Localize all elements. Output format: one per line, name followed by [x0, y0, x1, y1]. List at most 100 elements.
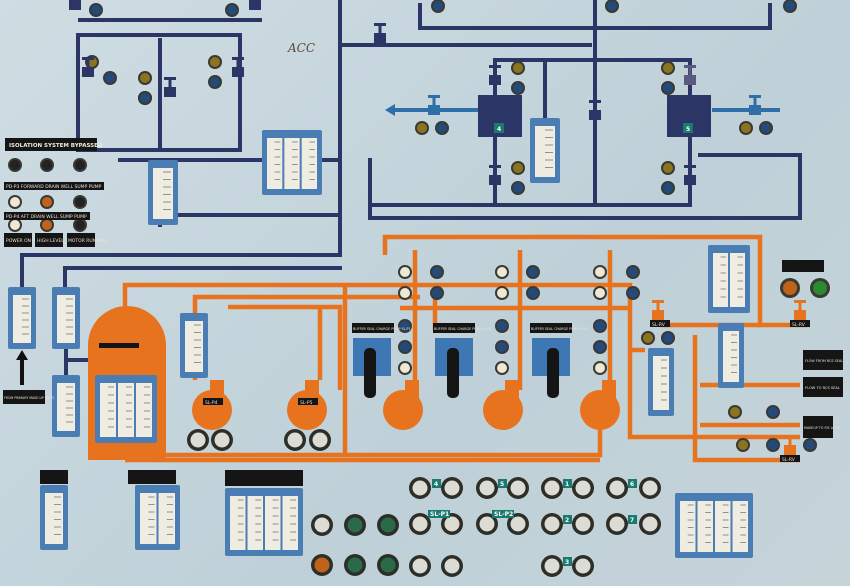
indicator-lights — [8, 0, 830, 452]
indicator-light — [208, 75, 222, 89]
valve-icon — [684, 65, 696, 85]
indicator-light — [8, 158, 22, 172]
meter-gauge — [262, 130, 322, 195]
selector-switch-sl-p1[interactable] — [353, 338, 391, 398]
meter-gauge — [225, 488, 303, 556]
pushbutton[interactable] — [639, 513, 661, 535]
pushbutton[interactable] — [606, 477, 628, 499]
indicator-light — [605, 0, 619, 13]
valve-label: SL-RV — [652, 322, 666, 328]
indicator-light — [495, 361, 509, 375]
button-number-tag — [628, 479, 637, 488]
indicator-light — [430, 286, 444, 300]
selector-switch-sl-p3[interactable] — [532, 338, 570, 398]
pushbutton[interactable] — [572, 555, 594, 577]
indicator-light — [783, 0, 797, 13]
button-tag: SL-P2 — [494, 511, 513, 518]
button-number-tag — [563, 557, 572, 566]
valve-icon — [249, 0, 261, 10]
indicator-light — [641, 331, 655, 345]
meter-gauge — [675, 493, 753, 558]
indicator-light — [661, 331, 675, 345]
meter-gauge — [8, 287, 36, 349]
pushbutton[interactable] — [606, 513, 628, 535]
pushbutton[interactable] — [377, 554, 399, 576]
pushbutton[interactable] — [211, 429, 233, 451]
pushbutton[interactable] — [409, 555, 431, 577]
meter-gauge — [648, 348, 674, 416]
indicator-light — [495, 319, 509, 333]
isolation-system-bypassed-label: ISOLATION SYSTEM BYPASSED — [9, 143, 103, 149]
tank-number: 5 — [686, 126, 690, 133]
indicator-light — [511, 161, 525, 175]
handwritten-note: ACC — [287, 41, 315, 55]
indicator-light — [593, 340, 607, 354]
selector-switch-sl-p2[interactable] — [435, 338, 473, 398]
tank-number: 4 — [497, 126, 501, 133]
pushbutton[interactable] — [409, 477, 431, 499]
pushbutton[interactable] — [377, 514, 399, 536]
indicator-light — [40, 158, 54, 172]
pushbutton[interactable] — [441, 513, 463, 535]
indicator-light — [398, 319, 412, 333]
indicator-light — [766, 438, 780, 452]
valve-icon — [428, 95, 440, 115]
pushbutton[interactable] — [476, 513, 498, 535]
selector-switches — [353, 338, 570, 398]
forward-sump-pump-label: PD-P3 FORWARD DRAIN WELL SUMP PUMP — [6, 184, 102, 190]
pushbutton[interactable] — [639, 477, 661, 499]
button-number: 1 — [565, 481, 569, 488]
pushbutton[interactable] — [344, 554, 366, 576]
indicator-light — [728, 405, 742, 419]
valve-label: SL-RV — [782, 457, 796, 463]
indicator-light — [495, 265, 509, 279]
valve-icon — [489, 65, 501, 85]
pushbutton[interactable] — [309, 429, 331, 451]
valve-icon — [652, 300, 664, 320]
meter-gauge — [135, 485, 180, 550]
indicator-light — [431, 0, 445, 13]
pushbutton[interactable] — [344, 514, 366, 536]
buffer-seal-pump-label: BUFFER SEAL CHARGE PUMP SL-P2 — [434, 327, 492, 331]
indicator-light — [398, 265, 412, 279]
indicator-light — [435, 121, 449, 135]
indicator-light — [40, 195, 54, 209]
pushbutton[interactable] — [572, 513, 594, 535]
meter-gauge — [708, 245, 750, 313]
indicator-light — [430, 265, 444, 279]
indicator-light — [593, 361, 607, 375]
button-number: 4 — [434, 481, 438, 488]
pushbutton[interactable] — [187, 429, 209, 451]
indicator-light — [398, 340, 412, 354]
pushbutton[interactable] — [441, 555, 463, 577]
indicator-light — [225, 3, 239, 17]
pushbutton[interactable] — [541, 513, 563, 535]
pushbutton[interactable] — [311, 554, 333, 576]
arrow-left-icon — [385, 104, 395, 116]
pushbutton[interactable] — [409, 513, 431, 535]
indicator-light — [626, 265, 640, 279]
indicator-light — [40, 218, 54, 232]
pushbutton[interactable] — [541, 477, 563, 499]
pushbutton[interactable] — [311, 514, 333, 536]
pushbutton[interactable] — [541, 555, 563, 577]
button-tag: SL-P1 — [430, 511, 449, 518]
valve-label: SL-RV — [792, 322, 806, 328]
button-number-tag — [628, 515, 637, 524]
pushbutton[interactable] — [572, 477, 594, 499]
indicator-light — [398, 286, 412, 300]
indicator-light — [803, 438, 817, 452]
pump-label: SL-P4 — [205, 400, 218, 406]
button-tag-plate — [428, 510, 450, 518]
valve-icon — [684, 165, 696, 185]
button-number: 3 — [565, 559, 569, 566]
indicator-light — [739, 121, 753, 135]
pushbutton[interactable] — [441, 477, 463, 499]
valve-icon — [164, 77, 176, 97]
pushbutton[interactable] — [284, 429, 306, 451]
indicator-light — [759, 121, 773, 135]
pushbutton[interactable] — [476, 477, 498, 499]
arrow-up-icon — [16, 350, 28, 360]
pushbutton[interactable] — [507, 477, 529, 499]
pushbutton[interactable] — [507, 513, 529, 535]
